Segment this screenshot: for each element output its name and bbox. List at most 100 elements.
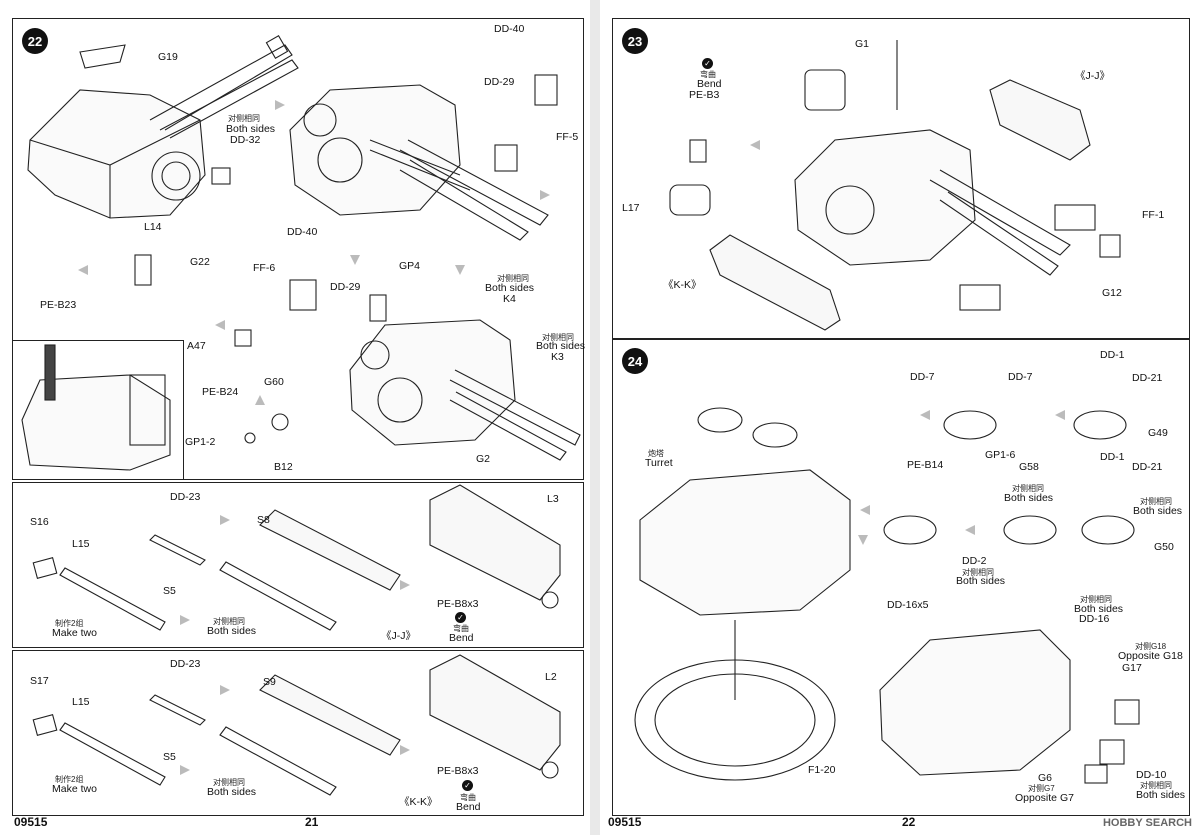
part-label-pe-b3: PE-B3: [689, 89, 720, 101]
part-label-s9: S9: [263, 676, 276, 688]
part-label-g49: G49: [1148, 427, 1168, 439]
step-23-badge: 23: [622, 28, 648, 54]
bend-icon: ✓: [462, 780, 473, 791]
turret-en: Turret: [645, 457, 673, 469]
ref-j-j: 《J-J》: [381, 630, 416, 642]
bend-en-23: Bend: [697, 78, 722, 90]
both-sides-en-g58: Both sides: [1004, 492, 1054, 504]
turret-cn: 炮塔: [648, 449, 664, 458]
part-label-dd21-b: DD-21: [1132, 461, 1163, 473]
watermark: HOBBY SEARCH: [1102, 817, 1192, 829]
row-j-frame: [12, 482, 584, 648]
both-sides-cn-k4: 对侧相同: [497, 274, 529, 283]
both-sides-cn-g50: 对侧相同: [1140, 497, 1172, 506]
part-label-dd40-b: DD-40: [287, 226, 318, 238]
part-label-l3: L3: [547, 493, 559, 505]
page-number-left: 21: [305, 815, 319, 829]
part-label-s5-j: S5: [163, 585, 176, 597]
part-label-g22: G22: [190, 256, 210, 268]
part-label-f1-20: F1-20: [808, 764, 836, 776]
opposite-g7-en: Opposite G7: [1015, 792, 1074, 804]
page-gutter: [590, 0, 600, 835]
make-two-cn-j: 制作2组: [55, 619, 84, 628]
both-sides-en-dd2: Both sides: [956, 575, 1006, 587]
both-sides-cn-dd2: 对侧相同: [962, 568, 994, 577]
part-label-g17: G17: [1122, 662, 1142, 674]
part-label-dd7-a: DD-7: [910, 371, 935, 383]
both-sides-cn-k3: 对侧相同: [542, 333, 574, 342]
both-sides-en-k: Both sides: [207, 786, 257, 798]
part-label-ff1: FF-1: [1142, 209, 1165, 221]
part-label-l15-k: L15: [72, 696, 90, 708]
both-sides-cn-j: 对侧相同: [213, 617, 245, 626]
both-sides-en: Both sides: [226, 123, 276, 135]
both-sides-en-j: Both sides: [207, 625, 257, 637]
part-label-g2: G2: [476, 453, 491, 465]
opposite-g18-cn: 对侧G18: [1135, 642, 1167, 651]
part-label-s16: S16: [30, 516, 49, 528]
left-page-drawings: [21, 34, 581, 796]
bend-icon: ✓: [455, 612, 466, 623]
right-page-drawings: [634, 40, 1140, 784]
part-label-dd2: DD-2: [962, 555, 987, 567]
part-label-pe-b8x3-k: PE-B8x3: [437, 765, 479, 777]
part-label-dd40: DD-40: [494, 23, 525, 35]
right-page: 23 24 G1 ✓ 弯曲 Bend PE-B3 L17 《J-J》 《K-K》…: [600, 0, 1200, 835]
both-sides-cn-dd16: 对侧相同: [1080, 595, 1112, 604]
bend-cn-k: 弯曲: [460, 793, 476, 802]
make-two-en-j: Make two: [52, 627, 97, 639]
part-label-dd16: DD-16: [1079, 613, 1110, 625]
part-label-dd21: DD-21: [1132, 372, 1163, 384]
both-sides-cn-g58: 对侧相同: [1012, 484, 1044, 493]
part-label-dd16x5: DD-16x5: [887, 599, 929, 611]
part-label-dd7-b: DD-7: [1008, 371, 1033, 383]
part-label-gp1-2: GP1-2: [185, 436, 216, 448]
left-page: 22 G19 DD-40 DD-29 FF-5 对侧相同 Both sides …: [0, 0, 590, 835]
bend-en-k: Bend: [456, 801, 481, 813]
part-label-g6: G6: [1038, 772, 1053, 784]
step24-frame: [612, 338, 1190, 816]
part-label-dd29: DD-29: [484, 76, 515, 88]
part-label-g19: G19: [158, 51, 178, 63]
make-two-en-k: Make two: [52, 783, 97, 795]
part-label-dd29-b: DD-29: [330, 281, 361, 293]
ref-k-k-23: 《K-K》: [663, 279, 702, 291]
part-label-g60: G60: [264, 376, 284, 388]
part-label-ff5: FF-5: [556, 131, 579, 143]
catalog-number-right: 09515: [608, 815, 642, 829]
part-label-s5-k: S5: [163, 751, 176, 763]
ref-j-j-23: 《J-J》: [1075, 70, 1110, 82]
part-label-dd32: DD-32: [230, 134, 261, 146]
catalog-number-left: 09515: [14, 815, 48, 829]
part-label-pe-b14: PE-B14: [907, 459, 944, 471]
both-sides-cn: 对侧相同: [228, 114, 260, 123]
part-label-a47: A47: [187, 340, 206, 352]
both-sides-en-k3: Both sides: [536, 340, 586, 352]
part-label-dd1: DD-1: [1100, 349, 1125, 361]
bend-cn-j: 弯曲: [453, 624, 469, 633]
opposite-g18-en: Opposite G18: [1118, 650, 1183, 662]
inset-frame: [12, 340, 184, 480]
page-number-right: 22: [902, 815, 916, 829]
row-k-frame: [12, 650, 584, 816]
bend-en-j: Bend: [449, 632, 474, 644]
part-label-l14: L14: [144, 221, 162, 233]
part-label-dd10: DD-10: [1136, 769, 1167, 781]
part-label-g58: G58: [1019, 461, 1039, 473]
part-label-l2: L2: [545, 671, 557, 683]
both-sides-en-g50: Both sides: [1133, 505, 1183, 517]
make-two-cn-k: 制作2组: [55, 775, 84, 784]
part-label-pe-b23: PE-B23: [40, 299, 77, 311]
part-label-dd1-b: DD-1: [1100, 451, 1125, 463]
part-label-pe-b8x3-j: PE-B8x3: [437, 598, 479, 610]
bend-icon: ✓: [702, 58, 713, 69]
step22-frame: [12, 18, 584, 480]
part-label-g12: G12: [1102, 287, 1122, 299]
part-label-gp4: GP4: [399, 260, 421, 272]
part-label-s8: S8: [257, 514, 270, 526]
opposite-g7-cn: 对侧G7: [1028, 784, 1055, 793]
both-sides-en-k4: Both sides: [485, 282, 535, 294]
part-label-s17: S17: [30, 675, 49, 687]
part-label-g50: G50: [1154, 541, 1174, 553]
part-label-l17: L17: [622, 202, 640, 214]
